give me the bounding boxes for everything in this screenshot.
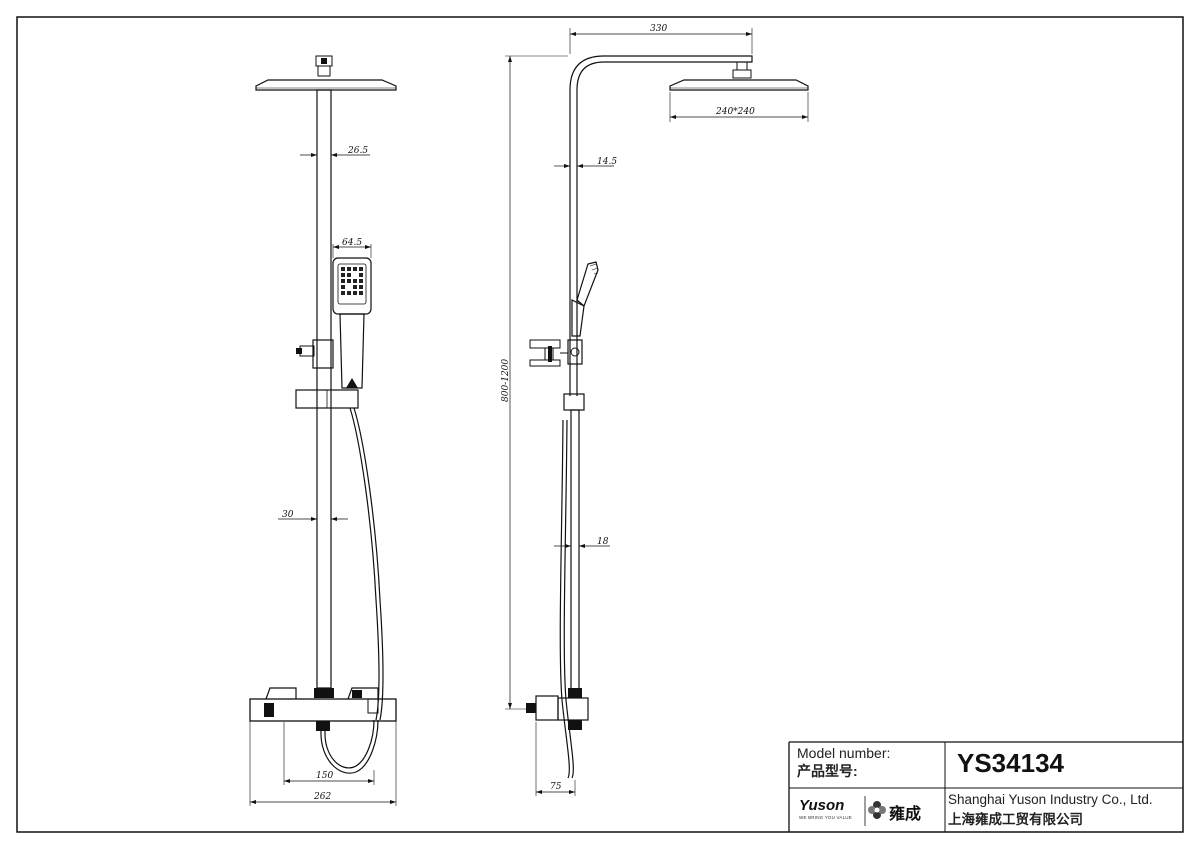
title-block: Model number: 产品型号: YS34134 Yuson WE BRI…: [789, 742, 1182, 830]
side-shower-arm: [569, 55, 753, 396]
dim-front-lower-pipe: 30: [282, 510, 294, 520]
flower-logo-icon: [867, 800, 887, 820]
dim-side-lower-pipe: 18: [597, 537, 609, 547]
side-mixer-handle: [535, 695, 559, 721]
dim-side-arm-length: 330: [650, 24, 667, 34]
side-hand-shower-head: [576, 261, 599, 308]
dim-front-mixer-width: 262: [313, 792, 331, 802]
model-number-value: YS34134: [957, 748, 1064, 778]
dim-side-head-size: 240*240: [715, 107, 755, 117]
front-hose-loop: [320, 719, 379, 774]
model-label-cn: 产品型号:: [797, 763, 858, 779]
front-hand-shower-handle: [339, 313, 365, 389]
side-lower-rod: [570, 409, 580, 691]
front-hand-shower-nozzles: [341, 267, 363, 295]
front-hose: [349, 407, 380, 721]
side-shower-head: [669, 79, 809, 91]
front-outlet-nut: [316, 721, 330, 731]
front-mixer-right-handle: [347, 687, 379, 700]
side-diverter: [567, 339, 583, 365]
side-rod-nut: [568, 688, 582, 698]
side-wall-bracket: [529, 339, 561, 349]
dim-front-handshower-width: 64.5: [342, 238, 362, 248]
side-hose: [563, 419, 574, 779]
dim-side-wall-offset: 75: [550, 782, 562, 792]
company-name-en: Shanghai Yuson Industry Co., Ltd.: [948, 792, 1153, 807]
model-number-label: Model number: 产品型号:: [797, 744, 947, 780]
dim-front-rod-diameter: 26.5: [347, 146, 368, 156]
front-hand-shower-head: [332, 257, 372, 315]
front-rod-nut: [314, 688, 334, 698]
dim-side-rod-diameter: 14.5: [597, 157, 617, 167]
front-mixer-left-handle: [265, 687, 297, 700]
company-name-cn: 上海雍成工贸有限公司: [948, 812, 1083, 827]
dim-side-height-range: 800-1200: [501, 359, 511, 402]
drawing-frame: [16, 16, 1184, 833]
model-label-en: Model number:: [797, 745, 891, 761]
title-block-grid: [788, 741, 1183, 832]
dim-front-inlet-spacing: 150: [316, 771, 333, 781]
side-hand-shower-handle: [571, 299, 585, 337]
front-shower-head: [255, 79, 397, 91]
yuson-logo: Yuson: [799, 797, 845, 814]
side-inlet-nut: [526, 703, 536, 713]
front-riser-rod: [316, 89, 332, 689]
company-name: Shanghai Yuson Industry Co., Ltd. 上海雍成工贸…: [948, 790, 1153, 830]
side-slider-holder: [563, 393, 585, 411]
logo-tagline: WE BRING YOU VALUE: [799, 815, 852, 820]
front-view: 26.5 64.5 30 150 262: [249, 55, 397, 806]
side-view: 240*240 330 14.5 18: [501, 24, 809, 796]
front-diverter: [312, 339, 334, 369]
logo-chinese: 雍成: [889, 804, 922, 823]
